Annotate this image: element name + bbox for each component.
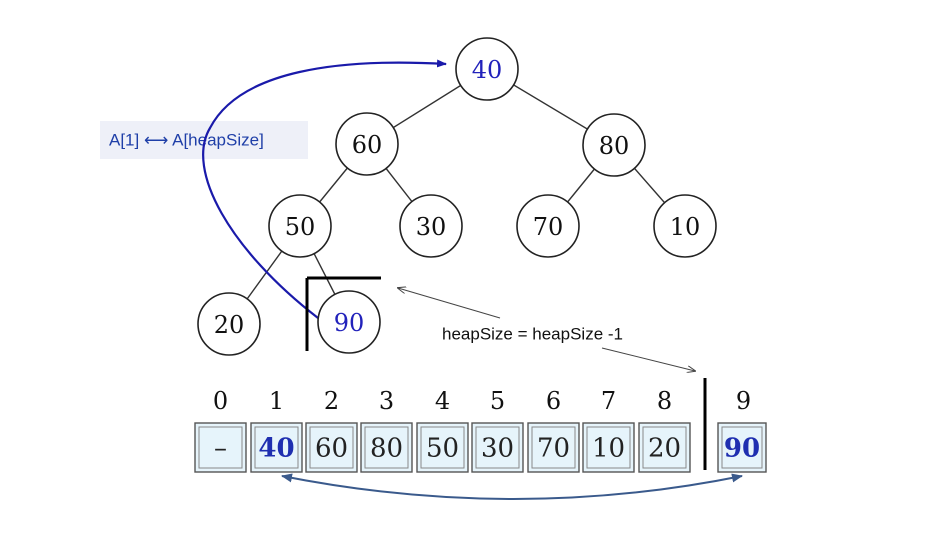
array-cell-box [527,422,580,473]
tree-node-label: 30 [416,213,447,241]
tree-node-label: 50 [285,213,316,241]
array-cell-value: 30 [481,434,514,464]
array-cell-value: 70 [537,434,570,464]
array-cell: 20 [638,422,691,473]
tree-node: 40 [455,37,519,101]
tree-node: 20 [197,292,261,356]
array-cell-inner-border [586,426,631,469]
heap-size-arrow-to-array [601,347,695,371]
tree-node-label: 90 [334,309,365,337]
array-cell-inner-border [364,426,409,469]
tree-node-circle [197,292,261,356]
tree-node-label: 60 [352,131,383,159]
tree-node: 30 [399,194,463,258]
array-cell-box [638,422,691,473]
array-cell-box [305,422,358,473]
array-cell: 10 [582,422,635,473]
array-cell-inner-border [531,426,576,469]
array-index-label: 8 [657,387,672,415]
tree-node-label: 40 [472,56,503,84]
array-cell: 80 [360,422,413,473]
array-cell-value: 90 [724,434,760,464]
array-cell-box [360,422,413,473]
tree-nodes: 40 60 80 50 30 70 10 20 90 [197,37,717,356]
array-cell-value: 80 [370,434,403,464]
array-cell-inner-border [642,426,687,469]
tree-node: 60 [335,112,399,176]
array-indices: 0 1 2 3 4 5 6 7 8 9 [213,387,751,415]
tree-node-label: 10 [670,213,701,241]
tree-node: 70 [516,194,580,258]
array-cell-value: 10 [592,434,625,464]
tree-node-label: 20 [214,311,245,339]
array-cells: – 40 60 80 50 30 70 10 20 90 [194,422,767,473]
tree-node-circle [268,194,332,258]
array-cell-box [717,422,767,473]
tree-node-label: 70 [533,213,564,241]
array-cell-value: – [214,434,227,464]
tree-node-circle [335,112,399,176]
array-index-label: 1 [269,387,284,415]
array-cell: 90 [717,422,767,473]
tree-node: 90 [317,290,381,354]
array-cell-value: 60 [315,434,348,464]
array-index-label: 4 [435,387,450,415]
array-cell-box [250,422,303,473]
tree-node-circle [516,194,580,258]
tree-node: 80 [582,113,646,177]
heap-size-arrow-to-bracket [398,288,501,319]
tree-node-circle [399,194,463,258]
array-cell: 70 [527,422,580,473]
array-cell-box [194,422,247,473]
array-swap-arrow [281,473,743,500]
tree-node-circle [653,194,717,258]
array-index-label: 2 [324,387,339,415]
array-index-label: 0 [213,387,228,415]
tree-node-circle [455,37,519,101]
array-cell-box [416,422,469,473]
array-cell: 30 [471,422,524,473]
array-index-label: 9 [736,387,751,415]
array-cell: 40 [250,422,303,473]
tree-node-circle [317,290,381,354]
array-index-label: 6 [546,387,561,415]
swap-label: A[1] ⟷ A[heapSize] [109,131,264,150]
tree-node-circle [582,113,646,177]
array-cell-value: 40 [258,434,294,464]
swap-arrow-to-root [202,59,447,319]
array-cell-inner-border [254,426,299,469]
tree-node: 10 [653,194,717,258]
heap-boundary-bracket [305,276,381,351]
array-cell: 60 [305,422,358,473]
array-cell-inner-border [309,426,354,469]
array-cell: 50 [416,422,469,473]
array-index-label: 5 [490,387,505,415]
array-cell-inner-border [721,426,763,469]
array-cell-box [582,422,635,473]
array-cell: – [194,422,247,473]
array-cell-box [471,422,524,473]
tree-node: 50 [268,194,332,258]
array-index-label: 3 [379,387,394,415]
tree-node-label: 80 [599,132,630,160]
array-cell-value: 50 [426,434,459,464]
array-cell-inner-border [198,426,243,469]
array-index-label: 7 [601,387,616,415]
array-cell-inner-border [420,426,465,469]
heap-size-label: heapSize = heapSize -1 [442,325,623,344]
array-cell-value: 20 [648,434,681,464]
array-cell-inner-border [475,426,520,469]
